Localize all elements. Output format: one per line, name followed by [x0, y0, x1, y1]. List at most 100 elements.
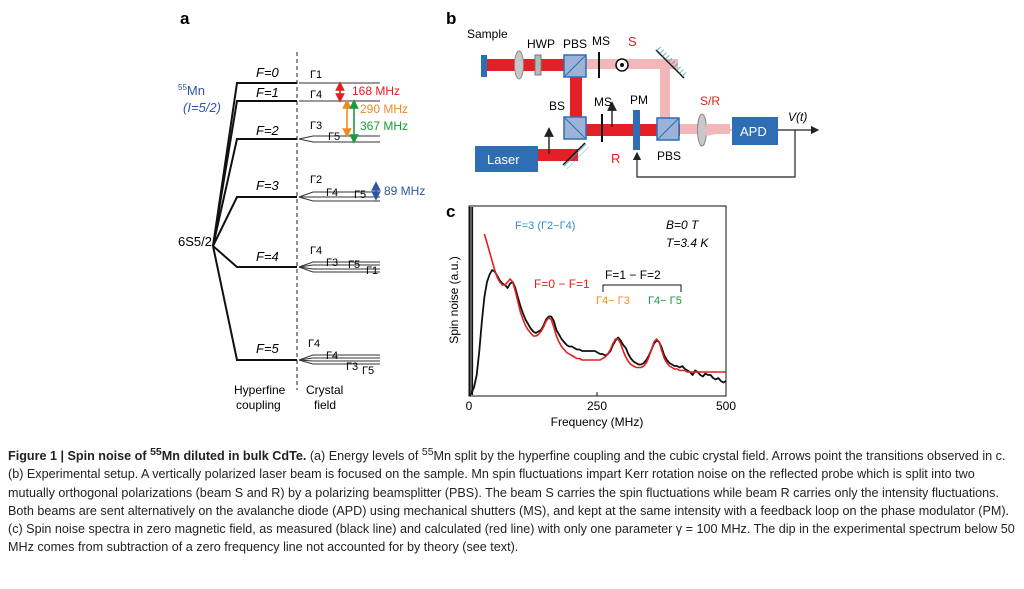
series-line-measured — [468, 269, 727, 397]
s-label: S — [628, 34, 637, 49]
laser-label: Laser — [487, 152, 520, 167]
panel-b-label: b — [446, 9, 456, 28]
x-tick-500: 500 — [716, 399, 736, 413]
f-level-4: F=4 — [256, 249, 279, 264]
hyperfine-label-2: coupling — [236, 398, 281, 412]
annot-f1f2: F=1 − F=2 — [605, 268, 661, 282]
laser-beam — [486, 59, 680, 161]
f-level-2: F=2 — [256, 123, 280, 138]
panel-a-bottom-labels: Hyperfine coupling Crystal field — [234, 383, 343, 412]
lens-right — [697, 113, 707, 147]
gamma-f0-1: Γ1 — [310, 69, 322, 81]
f-level-1: F=1 — [256, 85, 279, 100]
annot-f3: F=3 (Γ2−Γ4) — [515, 220, 575, 232]
gamma-f5-3: Γ3 — [346, 361, 358, 373]
pm — [633, 110, 640, 150]
ms-mid-label: MS — [594, 95, 612, 109]
isotope-mass: 55 — [178, 83, 187, 92]
pbs-top-label: PBS — [563, 37, 587, 51]
pbs-bottom — [656, 117, 680, 141]
gamma-f3-5: Γ5 — [354, 189, 366, 201]
annot-t: T=3.4 K — [666, 236, 709, 250]
annot-b: B=0 T — [666, 218, 700, 232]
panel-a: a 55Mn (I=5/2) 6S5/2 F=0 F=1 F=2 F=3 F=4… — [178, 9, 425, 412]
panel-b: b Sample HWP PBS MS — [446, 9, 820, 178]
series-line-calculated — [483, 233, 726, 373]
f-level-3: F=3 — [256, 178, 280, 193]
annot-g4g5: Γ4− Γ5 — [648, 295, 682, 307]
transition-290: 290 MHz — [360, 102, 408, 116]
gamma-f5-4a: Γ4 — [308, 338, 320, 350]
caption-title-post: Mn diluted in bulk CdTe. — [161, 449, 307, 464]
hyperfine-label-1: Hyperfine — [234, 383, 286, 397]
laser-box — [475, 146, 538, 172]
polarization-symbol — [615, 58, 629, 72]
y-axis-label: Spin noise (a.u.) — [447, 256, 461, 343]
focus-beam — [706, 124, 732, 136]
s-beam — [586, 59, 730, 134]
bs-cube — [563, 116, 587, 140]
apd-label: APD — [740, 124, 767, 139]
r-label: R — [611, 151, 620, 166]
transition-367: 367 MHz — [360, 119, 408, 133]
vt-label: V(t) — [788, 110, 807, 124]
x-axis-label: Frequency (MHz) — [551, 415, 644, 429]
x-tick-250: 250 — [587, 399, 607, 413]
pm-label: PM — [630, 93, 648, 107]
crystal-label-2: field — [314, 398, 336, 412]
apd-box — [732, 117, 778, 145]
f-level-5: F=5 — [256, 341, 280, 356]
caption-p1-sup: 55 — [421, 446, 434, 458]
x-tick-0: 0 — [466, 399, 473, 413]
caption-p2: Mn split by the hyperfine coupling and t… — [8, 449, 1015, 555]
gamma-labels: Γ1 Γ4 Γ3 Γ5 Γ2 Γ4 Γ5 Γ4 Γ3 Γ5 Γ1 Γ4 Γ4 Γ… — [308, 69, 378, 377]
gamma-f3-2: Γ2 — [310, 174, 322, 186]
lens-top — [514, 50, 524, 80]
pbs-top — [563, 54, 587, 78]
caption-title-sup: 55 — [150, 446, 162, 458]
annot-g4g3: Γ4− Γ3 — [596, 295, 630, 307]
zero-frequency-lines — [468, 207, 474, 395]
hwp-label: HWP — [527, 37, 555, 51]
caption-title-pre: Figure 1 | Spin noise of — [8, 449, 151, 464]
x-ticks: 0 250 500 — [466, 392, 736, 413]
isotope-label: 55Mn — [178, 83, 205, 98]
bracket — [602, 284, 682, 292]
annot-f0f1: F=0 − F=1 — [534, 277, 590, 291]
feedback-loop — [632, 130, 796, 178]
f-level-labels: F=0 F=1 F=2 F=3 F=4 F=5 — [256, 65, 280, 356]
isotope-symbol: Mn — [187, 83, 205, 98]
hyperfine-lines — [212, 82, 297, 361]
panel-c-label: c — [446, 202, 455, 221]
panel-c: c Spin noise (a.u.) Frequency (MHz) 0 25… — [446, 202, 736, 429]
caption-title: Figure 1 | Spin noise of 55Mn diluted in… — [8, 446, 307, 464]
sample-label: Sample — [467, 27, 508, 41]
gamma-f2-3: Γ3 — [310, 120, 322, 132]
mirror-bottom — [562, 142, 589, 169]
gamma-f4-1: Γ1 — [366, 265, 378, 277]
transition-89: 89 MHz — [384, 184, 425, 198]
caption-p1: (a) Energy levels of — [306, 449, 422, 464]
ms-top-label: MS — [592, 34, 610, 48]
sr-label: S/R — [700, 94, 720, 108]
panel-a-label: a — [180, 9, 190, 28]
hwp — [534, 54, 542, 76]
ground-term: 6S5/2 — [178, 234, 212, 249]
sample — [481, 55, 487, 77]
gamma-f2-5: Γ5 — [328, 131, 340, 143]
gamma-f4-3: Γ3 — [326, 257, 338, 269]
f-level-0: F=0 — [256, 65, 280, 80]
series-group — [468, 233, 727, 397]
figure-caption: Figure 1 | Spin noise of 55Mn diluted in… — [8, 443, 1016, 556]
gamma-f4-5: Γ5 — [348, 259, 360, 271]
gamma-f1-4: Γ4 — [310, 89, 322, 101]
figure: a 55Mn (I=5/2) 6S5/2 F=0 F=1 F=2 F=3 F=4… — [178, 9, 820, 429]
transition-168: 168 MHz — [352, 84, 400, 98]
bs-label: BS — [549, 99, 565, 113]
gamma-f5-5: Γ5 — [362, 365, 374, 377]
crystal-label-1: Crystal — [306, 383, 343, 397]
pbs-bottom-label: PBS — [657, 149, 681, 163]
gamma-f3-4: Γ4 — [326, 187, 338, 199]
gamma-f5-4b: Γ4 — [326, 350, 338, 362]
gamma-f4-4: Γ4 — [310, 245, 322, 257]
